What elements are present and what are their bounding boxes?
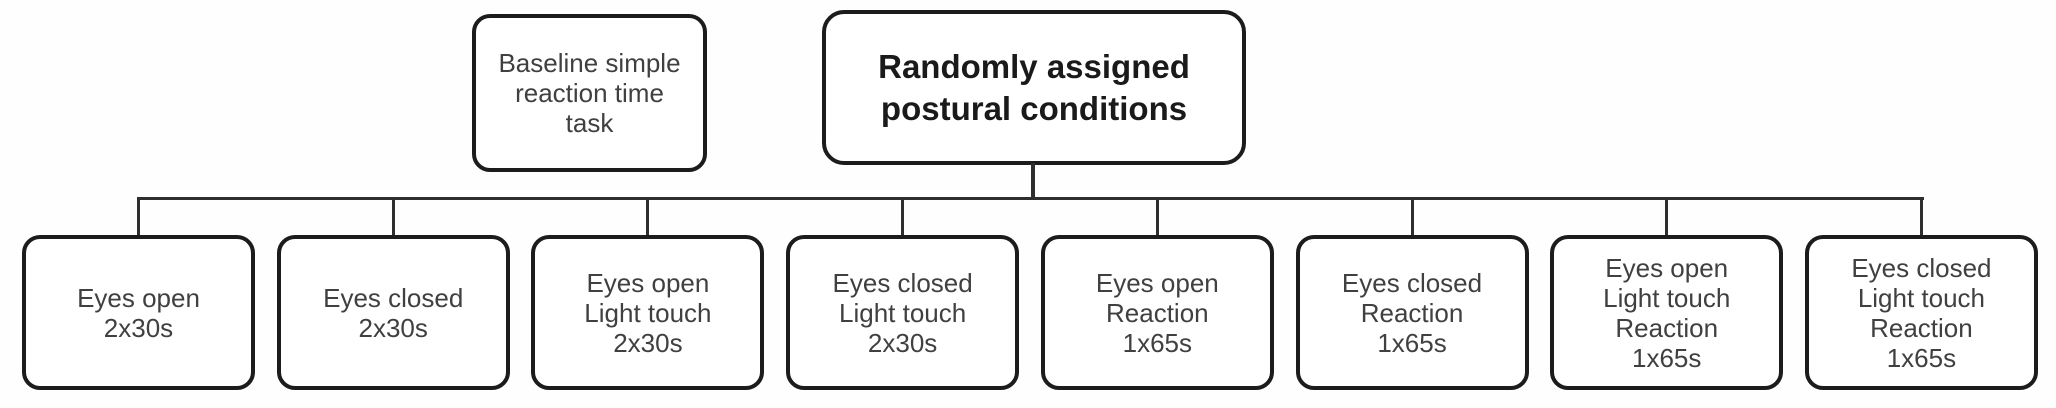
condition-box-eyes-open-light-touch-2x30s: Eyes open Light touch 2x30s [531,235,765,390]
condition-box-eyes-closed-reaction-1x65s: Eyes closed Reaction 1x65s [1295,235,1529,390]
condition-cell-eyes-open-2x30s: Eyes open 2x30s [22,197,255,390]
condition-box-eyes-open-2x30s: Eyes open 2x30s [22,235,255,390]
conditions-row: Eyes open 2x30s Eyes closed 2x30s Eyes o… [22,197,2038,390]
connector-root-drop [1031,163,1035,200]
connector-stub [901,197,905,235]
connector-stub [1919,197,1923,235]
connector-horizontal-bus [137,197,1924,200]
condition-box-eyes-closed-light-touch-reaction-1x65s: Eyes closed Light touch Reaction 1x65s [1804,235,2038,390]
connector-stub [391,197,395,235]
connector-stub [646,197,650,235]
connector-stub [137,197,140,235]
connector-stub [1155,197,1159,235]
connector-stub [1665,197,1669,235]
condition-cell-eyes-closed-reaction-1x65s: Eyes closed Reaction 1x65s [1295,197,1529,390]
condition-cell-eyes-open-reaction-1x65s: Eyes open Reaction 1x65s [1040,197,1274,390]
condition-cell-eyes-closed-light-touch-2x30s: Eyes closed Light touch 2x30s [786,197,1020,390]
condition-box-eyes-closed-2x30s: Eyes closed 2x30s [276,235,510,390]
condition-cell-eyes-open-light-touch-reaction-1x65s: Eyes open Light touch Reaction 1x65s [1550,197,1784,390]
condition-cell-eyes-closed-light-touch-reaction-1x65s: Eyes closed Light touch Reaction 1x65s [1804,197,2038,390]
condition-box-eyes-open-reaction-1x65s: Eyes open Reaction 1x65s [1040,235,1274,390]
connector-stub [1410,197,1414,235]
condition-cell-eyes-closed-2x30s: Eyes closed 2x30s [276,197,510,390]
condition-cell-eyes-open-light-touch-2x30s: Eyes open Light touch 2x30s [531,197,765,390]
condition-box-eyes-closed-light-touch-2x30s: Eyes closed Light touch 2x30s [786,235,1020,390]
baseline-task-box: Baseline simple reaction time task [472,14,707,172]
condition-box-eyes-open-light-touch-reaction-1x65s: Eyes open Light touch Reaction 1x65s [1550,235,1784,390]
root-box-randomly-assigned-postural-conditions: Randomly assigned postural conditions [822,10,1246,165]
